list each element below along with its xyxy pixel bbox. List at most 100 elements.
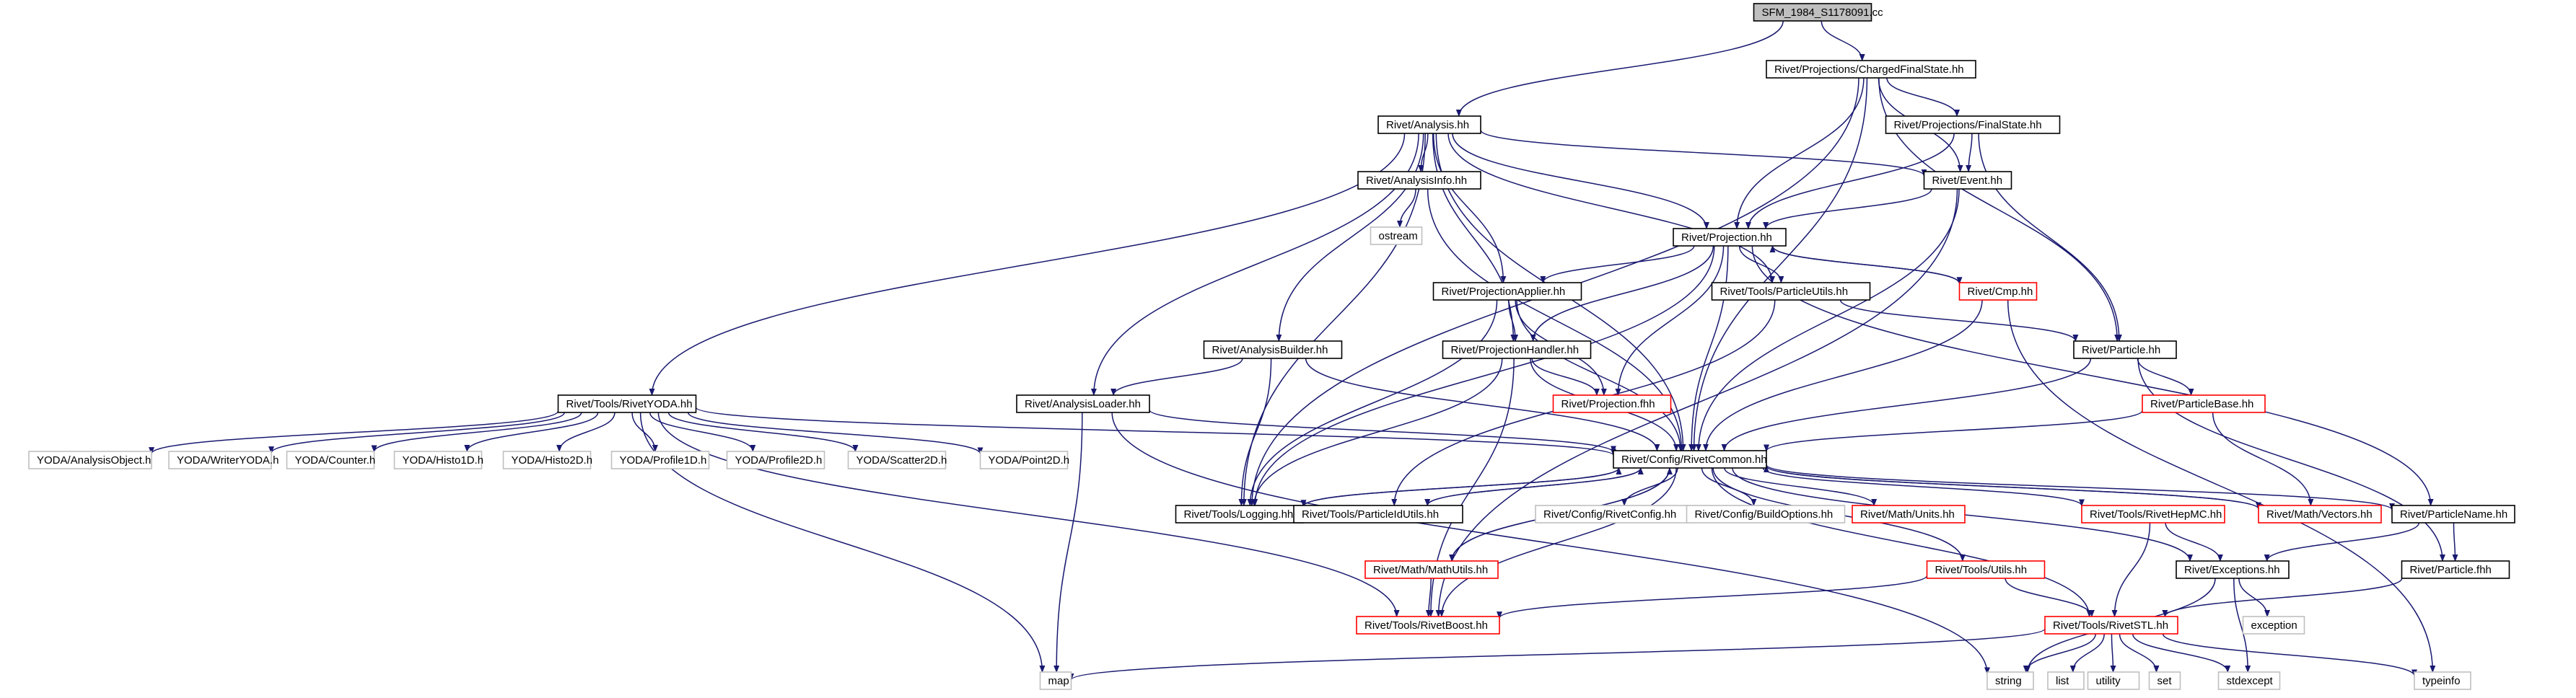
node-vectors[interactable]: Rivet/Math/Vectors.hh (2258, 505, 2382, 524)
edge-common-to-hepmc (1762, 467, 2085, 507)
node-box (502, 451, 592, 469)
node-cfs[interactable]: Rivet/Projections/ChargedFinalState.hh (1766, 60, 1976, 79)
node-exception[interactable]: exception (2242, 616, 2305, 635)
edge-event-to-projection (1763, 188, 1932, 229)
node-mathutils[interactable]: Rivet/Math/MathUtils.hh (1364, 560, 1499, 579)
node-yp2[interactable]: YODA/Profile2D.h (726, 451, 825, 469)
node-stdexcept[interactable]: stdexcept (2217, 671, 2281, 690)
node-box (2176, 560, 2290, 579)
edge-cmp-to-projection (1769, 245, 1961, 284)
node-yh1[interactable]: YODA/Histo1D.h (393, 451, 484, 469)
node-box (1357, 171, 1481, 190)
node-label: Rivet/Tools/RivetYODA.hh (566, 398, 693, 410)
node-label: stdexcept (2227, 675, 2274, 687)
edge-ryoda-to-ypt (687, 412, 983, 455)
node-pfhh[interactable]: Rivet/Projection.fhh (1552, 394, 1672, 413)
node-rboost[interactable]: Rivet/Tools/RivetBoost.hh (1356, 616, 1500, 635)
node-rstl[interactable]: Rivet/Tools/RivetSTL.hh (2044, 616, 2178, 635)
node-box (2081, 505, 2225, 524)
node-label: Rivet/Tools/RivetBoost.hh (1364, 619, 1488, 632)
node-string[interactable]: string (1986, 671, 2034, 690)
node-label: Rivet/ParticleBase.hh (2150, 398, 2253, 410)
edge-analysis-to-putils (1447, 133, 1775, 283)
edge-projection-to-phandler (1530, 245, 1714, 342)
node-label: Rivet/Projection.hh (1681, 231, 1772, 244)
node-particle[interactable]: Rivet/Particle.hh (2073, 340, 2177, 359)
node-projection[interactable]: Rivet/Projection.hh (1673, 228, 1787, 247)
edge-ryoda-to-yh1 (464, 412, 599, 452)
edge-pbase-to-common (1764, 410, 2143, 452)
node-utility[interactable]: utility (2087, 671, 2140, 690)
edge-rstl-to-typeinfo (2162, 633, 2417, 677)
node-yp1[interactable]: YODA/Profile1D.h (610, 451, 710, 469)
edge-logging-to-common (1302, 467, 1622, 507)
node-pidutils[interactable]: Rivet/Tools/ParticleIdUtils.hh (1293, 505, 1463, 524)
node-rconfig[interactable]: Rivet/Config/RivetConfig.hh (1535, 505, 1689, 524)
node-yao[interactable]: YODA/AnalysisObject.h (28, 451, 152, 469)
node-event[interactable]: Rivet/Event.hh (1923, 171, 2012, 190)
node-aloader[interactable]: Rivet/AnalysisLoader.hh (1016, 394, 1150, 413)
node-fs[interactable]: Rivet/Projections/FinalState.hh (1885, 115, 2061, 134)
node-ostream[interactable]: ostream (1370, 226, 1423, 245)
node-pbase[interactable]: Rivet/ParticleBase.hh (2142, 394, 2266, 413)
node-papplier[interactable]: Rivet/ProjectionApplier.hh (1432, 282, 1582, 301)
node-logging[interactable]: Rivet/Tools/Logging.hh (1175, 505, 1305, 524)
node-units[interactable]: Rivet/Math/Units.hh (1852, 505, 1966, 524)
node-label: Rivet/Particle.hh (2082, 344, 2160, 356)
edge-projection-to-common (1688, 245, 1729, 451)
node-box (2073, 340, 2177, 359)
node-label: Rivet/ProjectionApplier.hh (1442, 286, 1566, 298)
edge-common-to-pname (1766, 464, 2395, 511)
node-typeinfo[interactable]: typeinfo (2414, 671, 2471, 690)
node-pname[interactable]: Rivet/ParticleName.hh (2391, 505, 2515, 524)
node-box (1926, 560, 2046, 579)
node-box (1039, 671, 1072, 690)
node-common[interactable]: Rivet/Config/RivetCommon.hh (1613, 450, 1767, 469)
node-hepmc[interactable]: Rivet/Tools/RivetHepMC.hh (2081, 505, 2225, 524)
node-bopts[interactable]: Rivet/Config/BuildOptions.hh (1686, 505, 1846, 524)
node-analysis[interactable]: Rivet/Analysis.hh (1377, 115, 1481, 134)
node-pfhh2[interactable]: Rivet/Particle.fhh (2401, 560, 2510, 579)
node-yh2[interactable]: YODA/Histo2D.h (502, 451, 593, 469)
node-list[interactable]: list (2047, 671, 2085, 690)
node-exceptions[interactable]: Rivet/Exceptions.hh (2176, 560, 2290, 579)
node-box (1613, 450, 1767, 469)
node-box (1175, 505, 1305, 524)
node-tutils[interactable]: Rivet/Tools/Utils.hh (1926, 560, 2046, 579)
node-label: string (1995, 675, 2022, 687)
node-box (1923, 171, 2012, 190)
node-phandler[interactable]: Rivet/ProjectionHandler.hh (1442, 340, 1592, 359)
node-box (1432, 282, 1582, 301)
node-ryoda[interactable]: Rivet/Tools/RivetYODA.hh (557, 394, 697, 413)
node-abuilder[interactable]: Rivet/AnalysisBuilder.hh (1203, 340, 1343, 359)
edge-exceptions-to-exception (2238, 578, 2271, 617)
node-label: Rivet/Tools/RivetHepMC.hh (2090, 508, 2222, 521)
node-map[interactable]: map (1039, 671, 1072, 690)
node-box (1766, 60, 1976, 79)
node-cmp[interactable]: Rivet/Cmp.hh (1958, 282, 2038, 301)
edge-aloader-to-common (1149, 409, 1616, 454)
node-root[interactable]: SFM_1984_S1178091.cc (1753, 3, 1884, 22)
edge-papplier-to-phandler (1508, 299, 1519, 342)
edge-tutils-to-rstl (2005, 578, 2095, 617)
edge-aloader-to-string (1111, 412, 1990, 675)
edge-ryoda-to-common (695, 407, 1616, 456)
edge-projection-to-putils (1738, 245, 1784, 283)
edge-ryoda-to-yp2 (649, 412, 756, 452)
node-ypt[interactable]: YODA/Point2D.h (979, 451, 1070, 469)
node-box (1535, 505, 1689, 524)
node-box (1686, 505, 1846, 524)
node-ycounter[interactable]: YODA/Counter.h (286, 451, 376, 469)
node-label: Rivet/Math/Units.hh (1860, 508, 1955, 521)
node-putils[interactable]: Rivet/Tools/ParticleUtils.hh (1711, 282, 1871, 301)
node-box (168, 451, 272, 469)
node-label: Rivet/Config/RivetConfig.hh (1543, 508, 1676, 521)
node-box (557, 394, 697, 413)
node-ywy[interactable]: YODA/WriterYODA.h (168, 451, 279, 469)
node-box (2401, 560, 2510, 579)
edge-fs-to-projection (1745, 133, 1955, 229)
node-label: typeinfo (2422, 675, 2461, 687)
node-set[interactable]: set (2148, 671, 2181, 690)
node-ainfo[interactable]: Rivet/AnalysisInfo.hh (1357, 171, 1481, 190)
node-ys2[interactable]: YODA/Scatter2D.h (847, 451, 947, 469)
